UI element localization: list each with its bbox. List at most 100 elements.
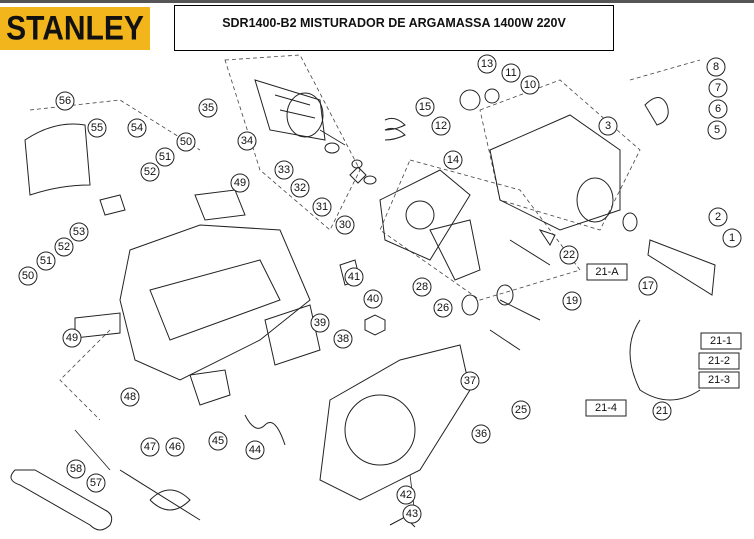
spring [384,117,406,141]
svg-text:14: 14 [447,154,459,166]
label-42: 42 [396,485,416,505]
svg-text:21-4: 21-4 [595,402,617,414]
label-11: 11 [501,63,521,83]
svg-text:35: 35 [202,102,214,114]
label-30: 30 [335,215,355,235]
housing-48 [119,224,311,381]
label-19: 19 [562,291,582,311]
label-21-4: 21-4 [585,399,627,417]
label-54: 54 [127,118,147,138]
label-55: 55 [87,118,107,138]
svg-text:45: 45 [212,435,224,447]
label-21-2: 21-2 [698,352,740,370]
stator-39 [264,304,321,366]
label-43: 43 [402,504,422,524]
svg-text:30: 30 [339,219,351,231]
svg-text:42: 42 [400,489,412,501]
stanley-logo: STANLEY [0,7,150,50]
label-47: 47 [140,437,160,457]
housing-37 [319,344,471,501]
label-51b: 51 [36,251,56,271]
part-sketches [10,79,716,531]
label-38: 38 [333,329,353,349]
label-49b: 49 [62,328,82,348]
spindle-1 [647,239,716,296]
label-49a: 49 [230,173,250,193]
label-28: 28 [412,277,432,297]
svg-text:13: 13 [481,58,493,70]
svg-text:50: 50 [180,136,192,148]
clamp-21 [629,319,701,401]
label-35: 35 [198,98,218,118]
label-3: 3 [598,116,618,136]
label-50a: 50 [176,132,196,152]
svg-text:6: 6 [715,103,721,115]
label-48: 48 [120,387,140,407]
label-53: 53 [69,222,89,242]
svg-text:43: 43 [406,508,418,520]
svg-text:15: 15 [419,101,431,113]
svg-text:21-2: 21-2 [708,355,730,367]
svg-text:47: 47 [144,441,156,453]
svg-text:46: 46 [169,441,181,453]
label-41: 41 [344,267,364,287]
label-7: 7 [708,78,728,98]
label-26: 26 [433,298,453,318]
label-12: 12 [431,116,451,136]
svg-text:10: 10 [524,79,536,91]
label-52b: 52 [54,237,74,257]
svg-text:49: 49 [234,177,246,189]
svg-text:55: 55 [91,122,103,134]
page-title: SDR1400-B2 MISTURADOR DE ARGAMASSA 1400W… [222,16,566,30]
svg-text:21: 21 [656,405,668,417]
label-14: 14 [443,150,463,170]
svg-text:28: 28 [416,281,428,293]
svg-text:21-3: 21-3 [708,374,730,386]
label-25: 25 [511,400,531,420]
label-8: 8 [706,57,726,77]
gear-housing-3 [489,114,621,231]
gasket-28 [429,219,481,281]
label-32: 32 [290,178,310,198]
svg-text:26: 26 [437,302,449,314]
svg-text:19: 19 [566,295,578,307]
label-34: 34 [237,131,257,151]
svg-text:53: 53 [73,226,85,238]
svg-text:3: 3 [605,120,611,132]
svg-text:52: 52 [144,166,156,178]
label-40: 40 [363,289,383,309]
svg-text:41: 41 [348,271,360,283]
svg-text:56: 56 [59,95,71,107]
svg-text:51: 51 [40,255,52,267]
label-21-A: 21-A [586,263,628,281]
label-10: 10 [520,75,540,95]
label-33: 33 [274,160,294,180]
label-21-3: 21-3 [698,371,740,389]
svg-text:44: 44 [249,444,261,456]
label-36: 36 [471,424,491,444]
label-21: 21 [652,401,672,421]
label-52a: 52 [140,162,160,182]
label-2: 2 [708,207,728,227]
part-labels: 56 55 54 50 51 52 49 53 52 51 50 49 48 4… [18,54,742,524]
svg-text:36: 36 [475,428,487,440]
label-58: 58 [66,459,86,479]
label-6: 6 [708,99,728,119]
svg-text:32: 32 [294,182,306,194]
svg-text:49: 49 [66,332,78,344]
svg-text:31: 31 [316,201,328,213]
label-15: 15 [415,97,435,117]
svg-text:7: 7 [715,82,721,94]
label-57: 57 [86,473,106,493]
svg-text:25: 25 [515,404,527,416]
top-border [0,0,754,3]
svg-text:33: 33 [278,164,290,176]
svg-text:34: 34 [241,135,253,147]
svg-text:21-A: 21-A [595,266,619,278]
svg-text:54: 54 [131,122,143,134]
svg-text:12: 12 [435,120,447,132]
svg-text:11: 11 [505,67,516,79]
svg-text:58: 58 [70,463,82,475]
svg-text:17: 17 [642,280,654,292]
